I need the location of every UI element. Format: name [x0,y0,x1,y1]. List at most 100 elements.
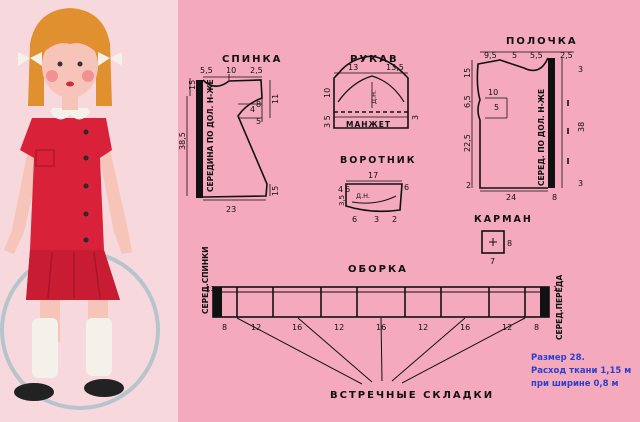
eye [57,61,63,67]
size-note-line: Размер 28. [531,353,585,363]
left-sock [32,318,58,378]
back-dim-label: 8 [256,100,261,109]
sleeve-cap [337,75,405,103]
skirt-pleat-line [93,251,101,299]
pleat-pointer [380,317,383,382]
front-dim-label: 10 [488,88,498,97]
dress-button [83,129,89,135]
frill-segment-label: 8 [222,323,227,332]
pocket-dim-label: 8 [507,239,512,248]
back-center-label: СЕРЕДИНА ПО ДОЛ. Н-ЖЕ [206,79,215,192]
collar-dim-label: 6 [352,215,357,224]
size-note: Размер 28. Расход ткани 1,15 м при ширин… [531,352,640,391]
back-dim-label: 5,5 [200,66,213,75]
front-dim-label: 3 [578,65,583,74]
pocket-dim-label: 7 [490,257,495,266]
front-dim-label: 2 [466,181,471,190]
dress-button [83,237,89,243]
frill-title: ОБОРКА [348,264,408,275]
neck [62,96,78,110]
girl-illustration [0,8,160,410]
front-dim-label: 5,5 [530,51,543,60]
face [42,34,98,98]
size-note-line: Расход ткани 1,15 м [531,366,632,376]
collar-dim-label: 6 [345,185,350,194]
hair-bow-left [18,52,42,66]
back-dim-label: 38,5 [178,132,187,150]
sleeve-dim-label: 3 [411,115,420,120]
back-dim-label: 4 [250,105,255,114]
frill-segment-label: 12 [251,323,261,332]
collar-dim-label: 17 [368,171,378,180]
collar-dim-label: 3,5 [338,195,346,206]
sleeve-title: РУКАВ [350,54,399,65]
right-arm [100,150,132,254]
hair-bow-right [98,52,122,66]
back-dim-label: 10 [226,66,236,75]
size-note-line: при ширине 0,8 м [531,379,619,389]
collar-curve [351,195,397,204]
collar-dim-label: 6 [404,183,409,192]
collar-dim-label: 3 [374,215,379,224]
pocket-piece [481,230,505,254]
dress-button [83,155,89,161]
back-dim-label: 15 [271,186,280,196]
frill-left-fold-bar [213,287,222,317]
left-shoe [14,383,54,401]
pleat-pointer [401,317,526,384]
front-dim-label: 15 [463,68,472,78]
left-arm [4,150,40,254]
frill-segment-label: 16 [460,323,470,332]
cheek [46,70,58,82]
back-dim-label: 11 [271,94,280,104]
dress-pocket [35,149,55,167]
back-dim-label: 15 [188,80,197,90]
front-dim-label: 38 [577,122,586,132]
front-title: ПОЛОЧКА [506,36,578,47]
back-dim-label: 23 [226,205,236,214]
cheek [82,70,94,82]
frill-segment-label: 8 [534,323,539,332]
illustration-panel [0,0,178,422]
white-collar [50,108,90,120]
front-dim-label: 5 [512,51,517,60]
frill-right-label: СЕРЕД.ПЕРЕДА [555,275,564,340]
frill-segment-label: 16 [376,323,386,332]
eye [77,61,83,67]
sleeve-cuff-label: МАНЖЕТ [346,120,391,129]
frill-dim-label: 13 [206,285,215,293]
front-dim-label: 9,5 [484,51,497,60]
collar-grain-label: Д.Н. [356,192,370,200]
collar-title: ВОРОТНИК [340,155,417,166]
sleeve-grain-label: Д.Н. [370,90,378,104]
front-dim-label: 6,5 [463,95,472,108]
collar-dim-label: 4 [338,185,343,194]
frill-segment-label: 12 [334,323,344,332]
front-dim-label: 8 [552,193,557,202]
front-center-fold-bar [548,58,555,188]
hair-bangs [42,24,98,54]
frill-left-label: СЕРЕД.СПИНКИ [201,246,210,314]
pleat-pointer [236,317,363,385]
sleeve-dim-label: 13 [348,63,358,72]
front-dim-label: 2,5 [560,51,573,60]
back-dim-label: 2,5 [250,66,263,75]
back-title: СПИНКА [222,54,282,65]
skirt-pleat-line [47,251,53,299]
frill-segment-label: 12 [418,323,428,332]
back-piece [186,74,271,201]
mouth [66,81,74,87]
frill-segment-label: 16 [292,323,302,332]
frill-segment-label: 12 [502,323,512,332]
frill-dim-label: 1 [553,285,557,293]
front-dim-label: 22,5 [463,134,472,152]
front-dim-label: 3 [578,179,583,188]
front-dim-label: 24 [506,193,516,202]
sleeve-dim-label: 10 [323,88,332,98]
frill-piece [212,286,550,385]
back-dim-label: 5 [256,117,261,126]
sleeve-dim-label: 3 5 [323,115,332,128]
front-outline [476,57,549,189]
